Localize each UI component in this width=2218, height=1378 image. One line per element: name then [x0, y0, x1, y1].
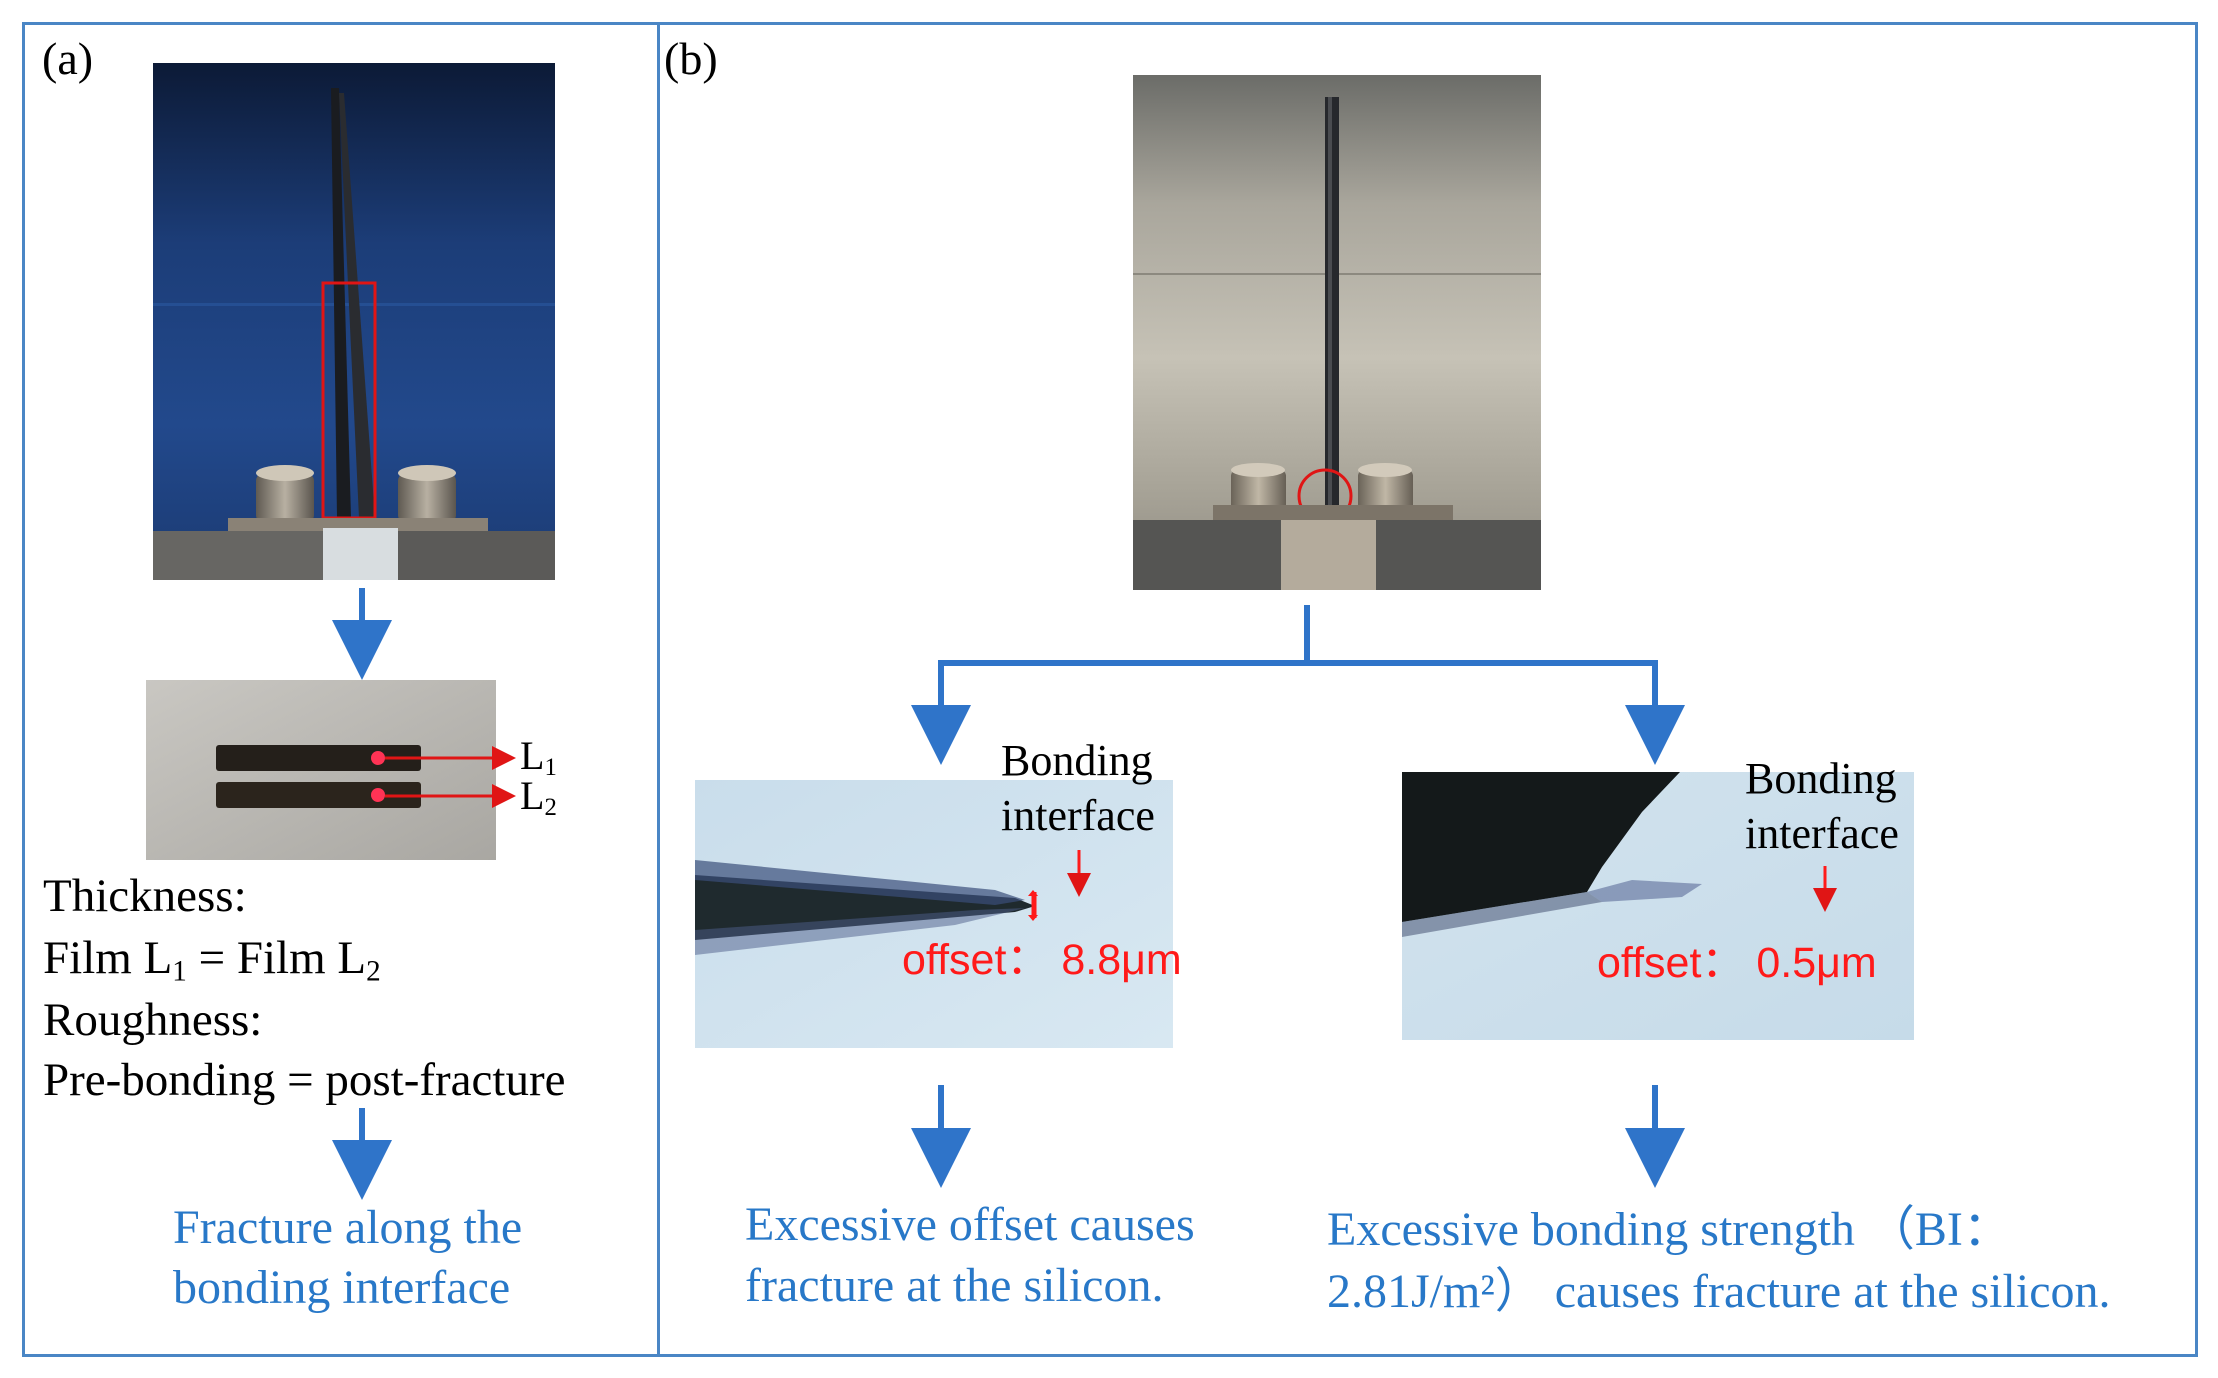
film-l1-label: L1 [520, 733, 557, 782]
bonding-interface-label-left-1: Bonding [1001, 736, 1153, 785]
conclusion-a-line-1: Fracture along the [173, 1201, 523, 1254]
bonding-interface-label-right-2: interface [1745, 809, 1899, 858]
conclusion-b-left-line-2: fracture at the silicon. [745, 1259, 1164, 1312]
roughness-label: Roughness: [43, 994, 263, 1046]
bonding-interface-label-right-1: Bonding [1745, 754, 1897, 803]
panel-a-label: (a) [42, 33, 94, 84]
film-strips-photo [146, 680, 496, 860]
conclusion-b-left-line-1: Excessive offset causes [745, 1198, 1195, 1251]
conclusion-a-line-2: bonding interface [173, 1261, 511, 1314]
film-l2-label: L2 [520, 773, 557, 822]
conclusion-b-right-line-1: Excessive bonding strength （BI： [1327, 1203, 2011, 1256]
micrograph-left [695, 780, 1173, 1048]
offset-value-left: offset： 8.8μm [902, 936, 1182, 984]
thickness-label: Thickness: [43, 870, 247, 922]
specimen-photo-b [1133, 75, 1541, 590]
panel-b-frame [657, 22, 2198, 1357]
bonding-interface-label-left-2: interface [1001, 791, 1155, 840]
conclusion-b-right-line-2: 2.81J/m²） causes fracture at the silicon… [1327, 1265, 2111, 1318]
offset-value-right: offset： 0.5μm [1597, 939, 1877, 987]
film-equality-label: Film L1 = Film L2 [43, 932, 381, 988]
panel-b-label: (b) [664, 33, 718, 84]
specimen-photo-a [153, 63, 555, 580]
prebonding-label: Pre-bonding = post-fracture [43, 1054, 566, 1106]
